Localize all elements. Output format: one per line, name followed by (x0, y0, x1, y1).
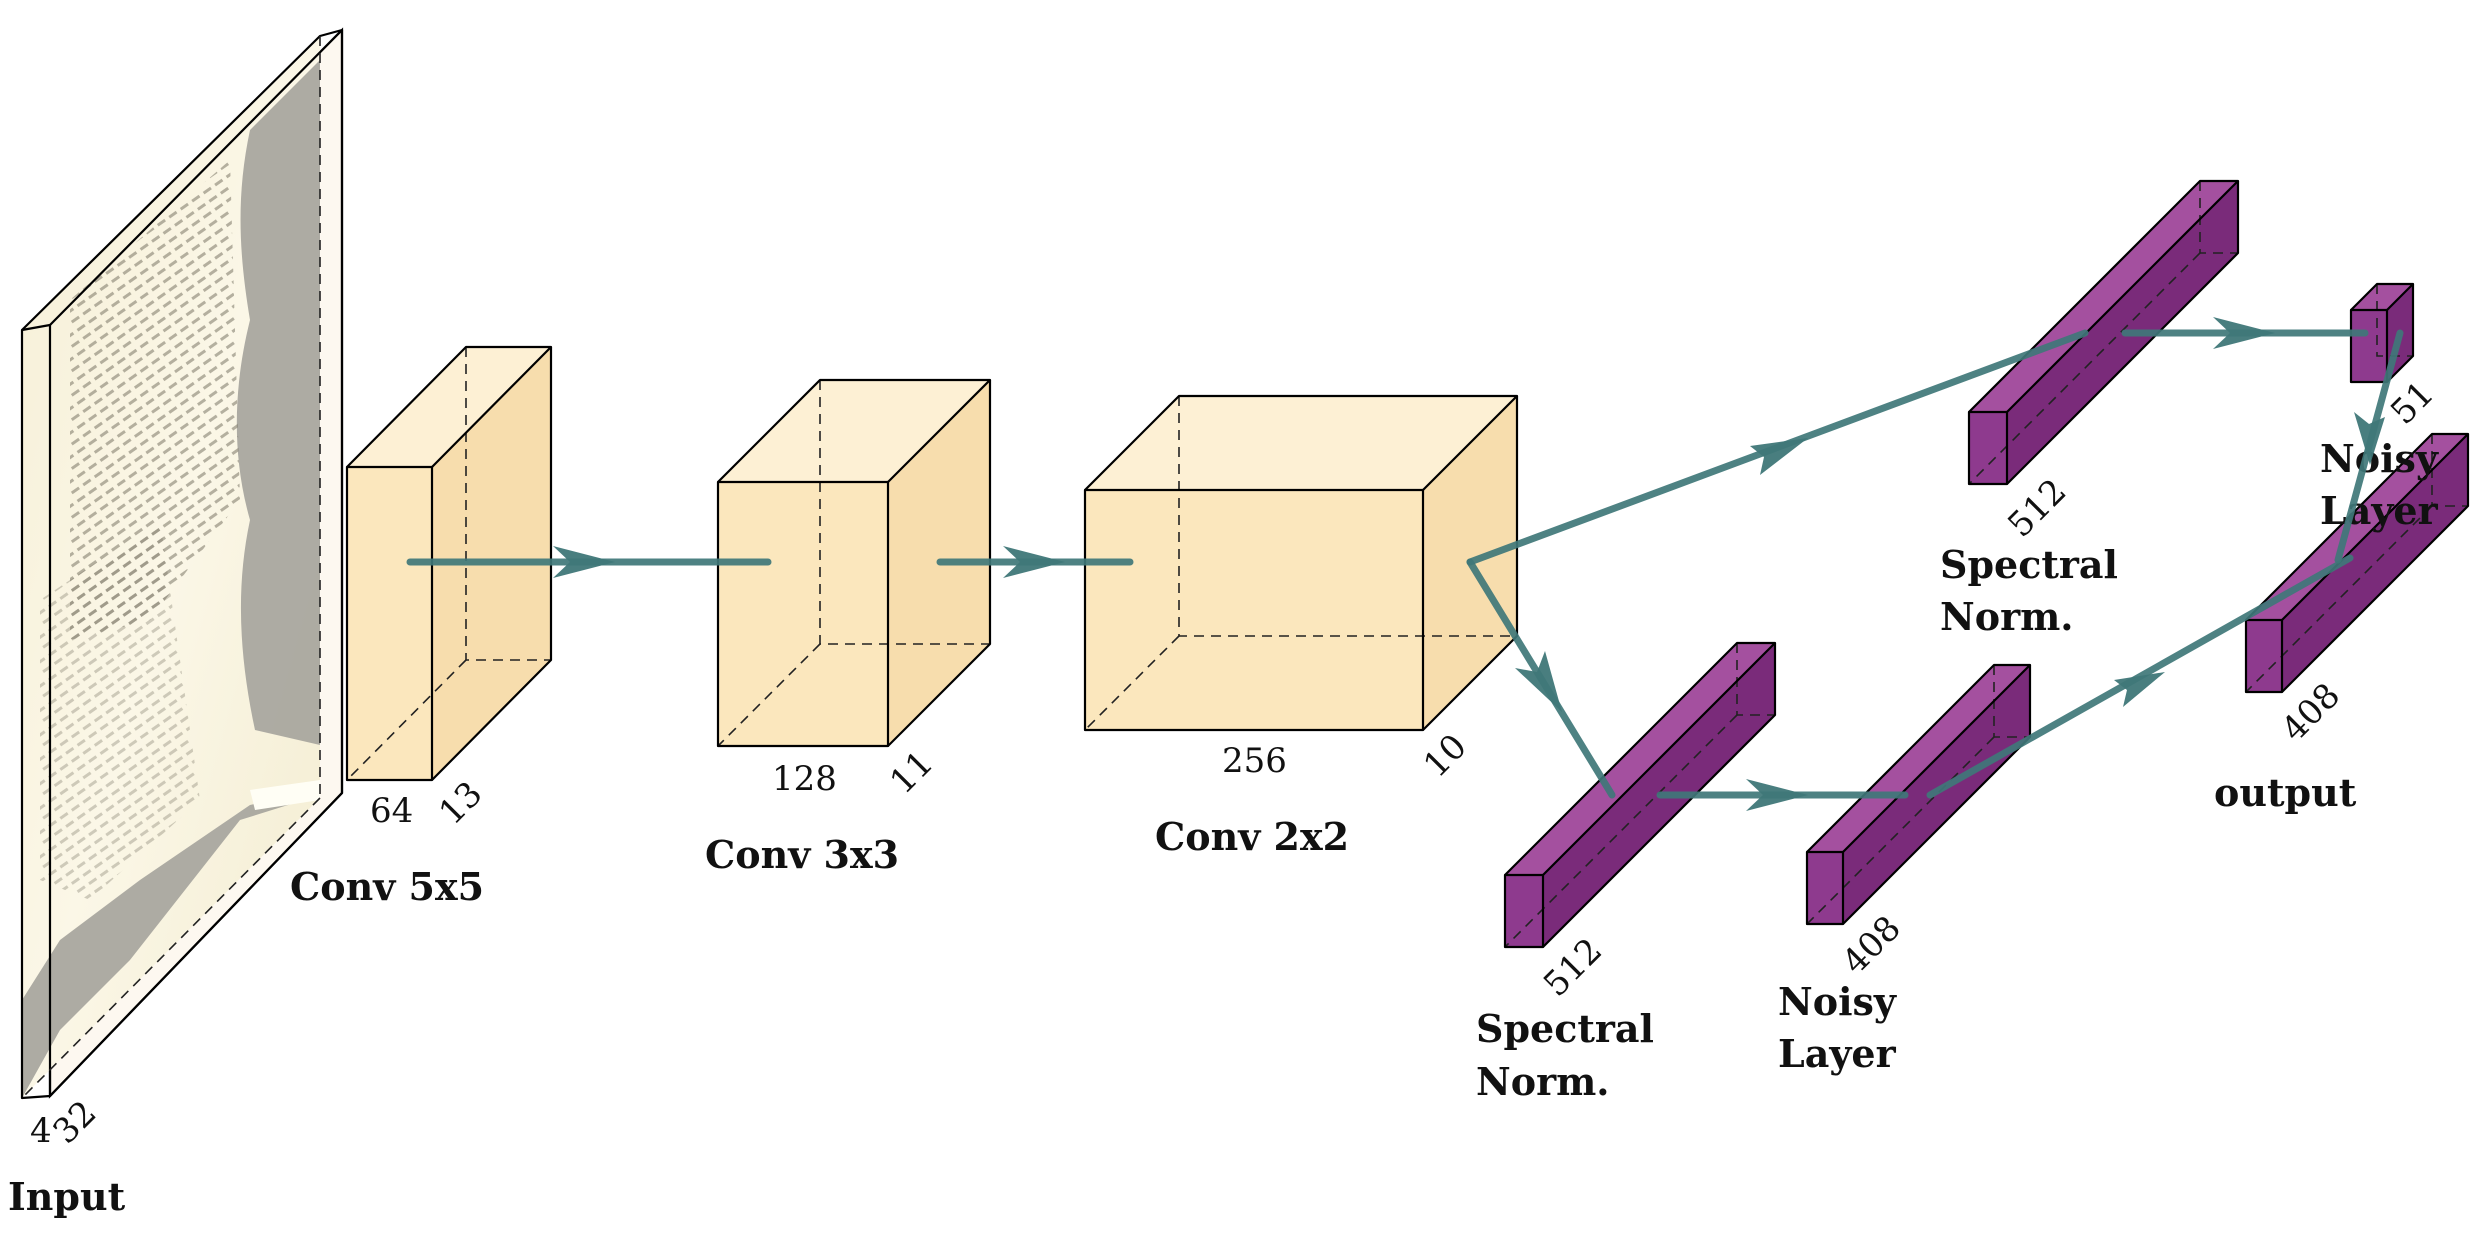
branch-a-spectral-front (1505, 875, 1543, 947)
branch-b-spectral-label-1: Spectral (1940, 542, 2118, 587)
conv3-top-outline (1084, 394, 1519, 491)
branch-b-noisy-label-1: Noisy (2320, 436, 2439, 481)
branch-a-noisy-front (1807, 852, 1843, 924)
conv2-side-outline (887, 380, 992, 747)
conv1-dim-width: 64 (370, 791, 413, 831)
conv2-label: Conv 3x3 (705, 832, 899, 877)
input-dim-depth: 4 (30, 1111, 52, 1151)
input-layer: 4 32 Input (8, 27, 344, 1219)
branch-a-spectral-label-1: Spectral (1476, 1006, 1654, 1051)
branch-b-noisy-top (2351, 284, 2413, 310)
branch-a-noisy-block: 408 Noisy Layer (1778, 663, 2032, 1076)
branch-a-spectral-side-outline (1542, 643, 1777, 948)
conv2-block: 128 11 Conv 3x3 (705, 378, 992, 877)
conv2-dim-depth: 11 (882, 743, 941, 802)
conv2-hidden-diag (717, 643, 821, 747)
input-image-texture (70, 160, 240, 640)
branch-a-spectral-top-outline (1504, 641, 1777, 876)
arrow-noisy-b-output (2354, 412, 2385, 465)
output-label: output (2214, 770, 2357, 815)
branch-b-spectral-label-2: Norm. (1940, 594, 2074, 639)
output-top (2246, 434, 2468, 620)
branch-b-noisy-label-2: Layer (2320, 488, 2439, 533)
branch-a-spectral-block: 512 Spectral Norm. (1476, 641, 1777, 1104)
conv1-front-face (347, 467, 432, 780)
branch-b-spectral-dim: 512 (2000, 471, 2074, 545)
arrow-spectral-b-noisy-b (2213, 317, 2275, 349)
input-top-edge (21, 28, 344, 331)
conv3-dim-depth: 10 (1416, 727, 1475, 786)
conv3-block: 256 10 Conv 2x2 (1083, 394, 1519, 859)
branch-b-spectral-side-outline (2006, 181, 2240, 485)
input-image-texture-2 (40, 520, 200, 900)
arrow-spectral-a-noisy-a (1746, 779, 1808, 811)
branch-b-noisy-side-outline (2386, 284, 2415, 383)
input-hidden-edge-2 (21, 797, 321, 1099)
input-image-streak (250, 780, 320, 810)
arrow-conv1-conv2 (553, 546, 615, 578)
branch-b-spectral-top-outline (1968, 179, 2240, 413)
output-front (2246, 620, 2282, 692)
input-label: Input (8, 1174, 126, 1219)
output-side-outline (2281, 434, 2470, 693)
branch-b-spectral-front (1969, 412, 2007, 484)
arrow-noisy-a-output (2114, 672, 2165, 707)
branch-b-noisy-dim: 51 (2383, 374, 2442, 433)
branch-a-noisy-label-2: Layer (1778, 1031, 1897, 1076)
conv2-dim-width: 128 (772, 759, 837, 799)
conv2-top-outline (717, 378, 992, 483)
conv1-dim-depth: 13 (431, 774, 490, 833)
conv3-top-face (1085, 396, 1517, 490)
branch-a-noisy-top (1807, 665, 2030, 852)
arrow-conv3-spectral-a (1515, 651, 1562, 712)
input-dim-width: 32 (45, 1093, 104, 1152)
branch-a-spectral-label-2: Norm. (1476, 1059, 1610, 1104)
conv1-hidden-diag (346, 659, 467, 781)
connections (406, 317, 2404, 811)
branch-a-noisy-label-1: Noisy (1778, 979, 1897, 1024)
branch-b-noisy-top-outline (2350, 282, 2415, 311)
conv1-side-outline (431, 347, 553, 781)
conv2-front-face (718, 482, 888, 746)
conv2-top-face (718, 380, 990, 482)
branch-a-spectral-top (1505, 643, 1775, 875)
output-hidden-diag (2245, 505, 2433, 693)
branch-b-noisy-front (2351, 310, 2387, 382)
branch-b-spectral-block: 512 Spectral Norm. (1940, 179, 2240, 639)
branch-a-noisy-top-outline (1806, 663, 2032, 853)
arrow-conv2-conv3 (1003, 546, 1065, 578)
input-bottom-edge (49, 792, 343, 1097)
conv1-top-outline (346, 345, 553, 468)
conv1-label: Conv 5x5 (290, 864, 484, 909)
conv3-dim-width: 256 (1222, 741, 1287, 781)
conv1-top-face (347, 347, 551, 467)
arrow-conv3-spectral-b (1750, 438, 1808, 475)
output-top-outline (2245, 432, 2470, 621)
conv3-label: Conv 2x2 (1155, 814, 1349, 859)
conv3-hidden-diag (1084, 635, 1180, 731)
conv3-front-face (1085, 490, 1423, 730)
input-image-shadow-region (22, 40, 320, 1098)
branch-b-noisy-hidden (2376, 284, 2413, 357)
output-side (2282, 434, 2468, 692)
